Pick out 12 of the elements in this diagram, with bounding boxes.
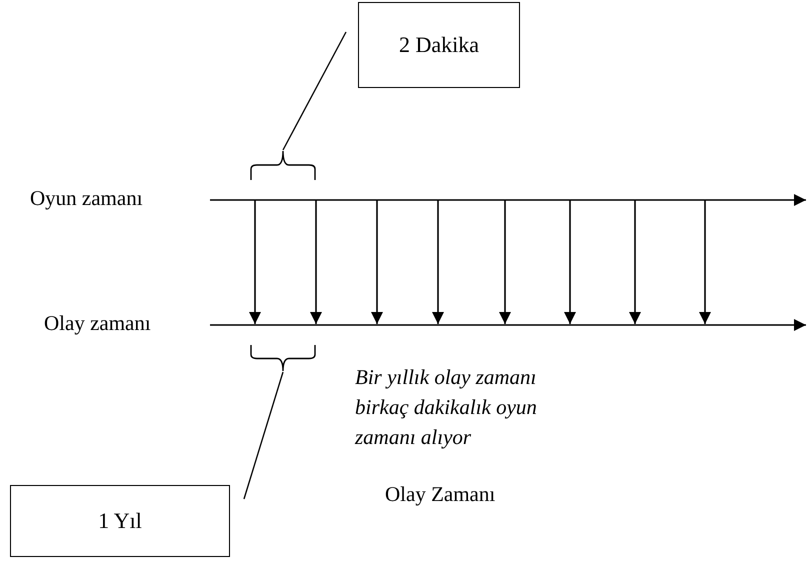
- text-box: [10, 485, 230, 557]
- curly-brace: [249, 345, 317, 372]
- caption-text: Olay Zamanı: [385, 482, 496, 507]
- text-box: [358, 2, 520, 88]
- axis-label: Olay zamanı: [44, 311, 151, 336]
- axis-label: Oyun zamanı: [30, 186, 143, 211]
- curly-brace: [249, 150, 317, 180]
- leader-line: [243, 372, 284, 500]
- box-label: 1 Yıl: [98, 508, 142, 534]
- note-text: Bir yıllık olay zamanı birkaç dakikalık oyun zamanı alıyor: [355, 364, 538, 451]
- box-label: 2 Dakika: [398, 32, 480, 58]
- leader-line: [282, 32, 347, 150]
